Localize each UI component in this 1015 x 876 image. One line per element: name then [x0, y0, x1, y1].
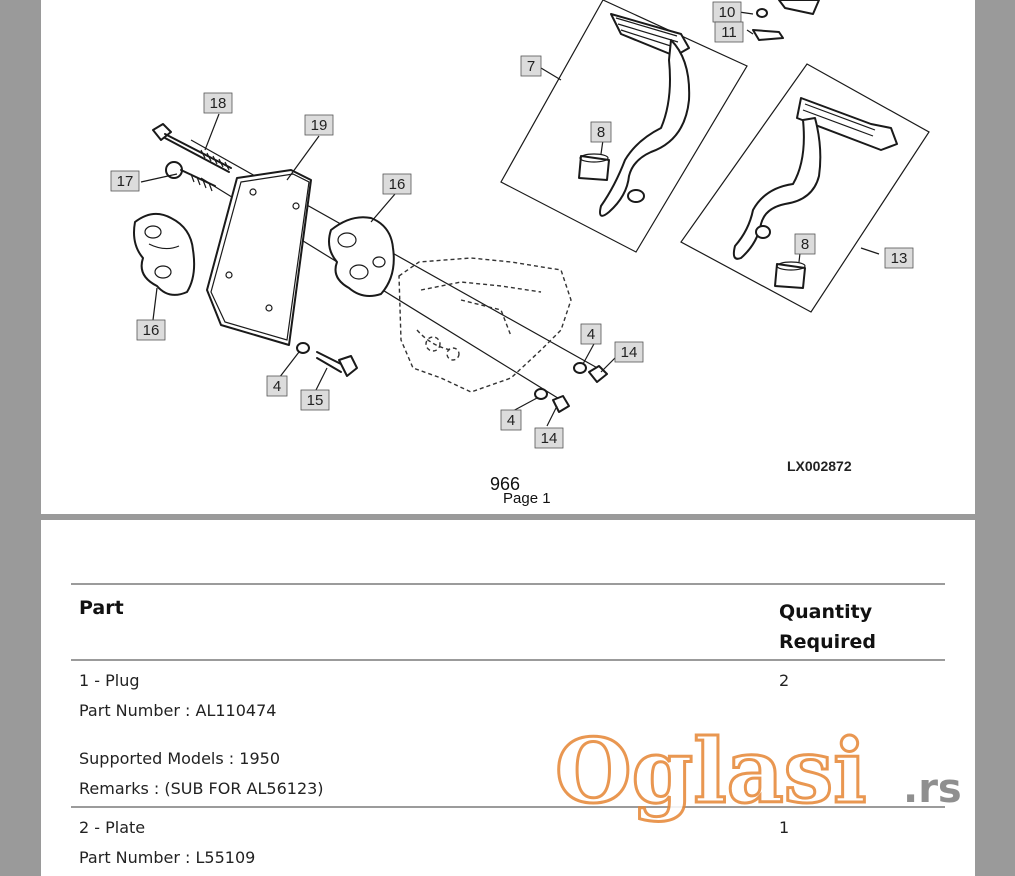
svg-text:19: 19: [311, 117, 328, 134]
svg-text:14: 14: [621, 344, 638, 361]
svg-text:7: 7: [527, 58, 535, 75]
bracket-11: [752, 29, 784, 41]
callout-label-13: 13: [884, 247, 914, 269]
callout-label-7: 7: [520, 55, 542, 77]
callout-label-18: 18: [203, 92, 233, 114]
washer-4-right: [573, 362, 587, 374]
page-label: Page 1: [503, 490, 551, 507]
svg-text:15: 15: [307, 392, 324, 409]
bracket-16-right: [328, 216, 395, 297]
callout-label-4: 4: [580, 323, 602, 345]
callout-label-11: 11: [714, 21, 744, 43]
table-row: 1 - Plug Part Number : AL110474 Supporte…: [71, 661, 945, 806]
table-header: Part Quantity Required: [71, 585, 945, 659]
figure-code: LX002872: [787, 458, 852, 474]
svg-text:16: 16: [143, 322, 160, 339]
svg-text:17: 17: [117, 173, 134, 190]
callout-label-17: 17: [110, 170, 140, 192]
svg-text:11: 11: [721, 24, 737, 41]
svg-text:4: 4: [507, 412, 515, 429]
bolt-15: [316, 351, 358, 377]
callout-label-14: 14: [534, 427, 564, 449]
callout-label-15: 15: [300, 389, 330, 411]
callout-label-8: 8: [590, 121, 612, 143]
supported-models: Supported Models : 1950: [79, 749, 280, 768]
parts-diagram: 18 19 17 16 16 4 15 4 14 4 14 7 8 10 11 8 13: [110, 0, 930, 449]
svg-text:8: 8: [597, 124, 605, 141]
watermark-name: Oglasi: [555, 719, 867, 823]
svg-text:10: 10: [719, 4, 736, 21]
parts-table: Part Quantity Required 1 - Plug Part Num…: [71, 583, 945, 868]
housing-dashed: [398, 257, 572, 393]
part-title: 2 - Plate: [79, 818, 146, 837]
callout-label-14: 14: [614, 341, 644, 363]
diagram-page: 18 19 17 16 16 4 15 4 14 4 14 7 8 10 11 8 13 LX002872 96…: [41, 0, 975, 514]
svg-text:16: 16: [389, 176, 406, 193]
page-number: 966: [490, 474, 521, 494]
row-rule: [71, 806, 945, 808]
parts-page: Part Quantity Required 1 - Plug Part Num…: [41, 520, 975, 876]
part-title: 1 - Plug: [79, 671, 140, 690]
header-part: Part: [79, 597, 124, 619]
svg-text:8: 8: [801, 236, 809, 253]
part-number: Part Number : L55109: [79, 848, 256, 867]
callout-label-8: 8: [794, 233, 816, 255]
washer-10: [756, 8, 768, 18]
oglasi-watermark: Oglasi .rs: [555, 718, 962, 825]
part-number: Part Number : AL110474: [79, 701, 277, 720]
remarks: Remarks : (SUB FOR AL56123): [79, 779, 324, 798]
plate-19: [206, 169, 312, 346]
quantity: 2: [779, 671, 790, 690]
svg-text:18: 18: [210, 95, 227, 112]
svg-text:4: 4: [273, 378, 281, 395]
svg-text:4: 4: [587, 326, 595, 343]
quantity: 1: [779, 818, 790, 837]
watermark-suffix: .rs: [903, 766, 962, 812]
svg-text:13: 13: [891, 250, 908, 267]
header-quantity: Quantity Required: [779, 601, 877, 653]
nut-14-bottom: [552, 395, 570, 413]
callout-label-4: 4: [266, 375, 288, 397]
callout-label-4: 4: [500, 409, 522, 431]
table-top-rule: [71, 583, 945, 585]
callout-label-16: 16: [382, 173, 412, 195]
pedal-7-box: [500, 0, 748, 253]
washer-4-bottom: [534, 388, 548, 400]
pedal-13-box: [680, 63, 930, 313]
bolt-17: [165, 161, 216, 192]
washer-4-left: [296, 342, 310, 354]
svg-text:14: 14: [541, 430, 558, 447]
bracket-16-left: [133, 212, 196, 296]
table-row: 2 - Plate Part Number : L55109 1: [71, 808, 945, 868]
header-rule: [71, 659, 945, 661]
callout-label-10: 10: [712, 1, 742, 23]
callout-label-19: 19: [304, 114, 334, 136]
callout-label-16: 16: [136, 319, 166, 341]
bolt-18: [152, 123, 232, 173]
